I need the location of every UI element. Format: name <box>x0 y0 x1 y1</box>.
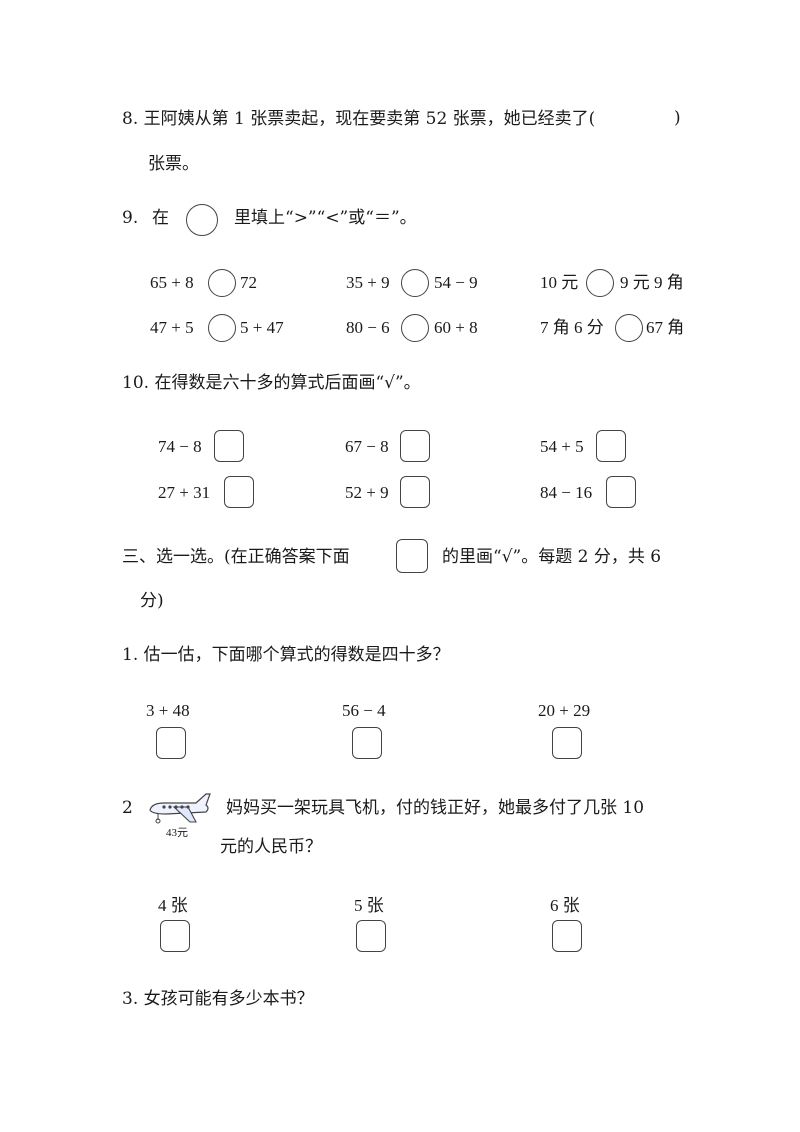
q10-r1c2-box[interactable] <box>400 430 430 462</box>
choice1-option-b-box[interactable] <box>352 727 382 759</box>
section3-heading-line2: 分) <box>140 591 164 611</box>
choice2-option-a-box[interactable] <box>160 920 190 952</box>
q9-r1c3-right: 9 元 9 角 <box>620 273 684 292</box>
choice1-option-b: 56 − 4 <box>342 701 386 720</box>
q9-r2c2-circle[interactable] <box>401 314 429 342</box>
q10-r2c1-expr: 27 + 31 <box>158 483 211 502</box>
q9-r2c2-right: 60 + 8 <box>434 318 478 337</box>
q9-r2c3-right: 67 角 <box>646 318 685 337</box>
q9-r2c3-left: 7 角 6 分 <box>540 318 604 337</box>
q9-r2c3-circle[interactable] <box>615 314 643 342</box>
q10-r1c1-box[interactable] <box>214 430 244 462</box>
q10-title: 10. 在得数是六十多的算式后面画“√”。 <box>122 373 421 393</box>
q9-post-text: 里填上“>”“<”或“＝”。 <box>234 208 417 228</box>
q9-r1c1-right: 72 <box>240 273 257 292</box>
choice2-option-a: 4 张 <box>158 896 188 915</box>
q10-r1c3-expr: 54 + 5 <box>540 437 584 456</box>
choice2-option-b: 5 张 <box>354 896 384 915</box>
q9-example-circle <box>186 204 218 236</box>
q9-r1c3-left: 10 元 <box>540 273 579 292</box>
q10-r2c1-box[interactable] <box>224 476 254 508</box>
q9-r2c2-left: 80 − 6 <box>346 318 390 337</box>
choice1-option-a-box[interactable] <box>156 727 186 759</box>
choice2-line2: 元的人民币？ <box>220 837 322 857</box>
choice2-option-c-box[interactable] <box>552 920 582 952</box>
section3-heading-pre: 三、选一选。(在正确答案下面 <box>122 547 350 567</box>
section3-example-box <box>396 539 428 573</box>
q9-r1c1-left: 65 + 8 <box>150 273 194 292</box>
q10-r2c3-box[interactable] <box>606 476 636 508</box>
q10-r1c2-expr: 67 − 8 <box>345 437 389 456</box>
choice1-option-c-box[interactable] <box>552 727 582 759</box>
q8-close-paren: ) <box>674 108 681 128</box>
q9-r1c1-circle[interactable] <box>208 269 236 297</box>
q9-r2c1-left: 47 + 5 <box>150 318 194 337</box>
q9-number: 9. <box>122 208 139 228</box>
q9-r1c3-circle[interactable] <box>586 269 614 297</box>
q9-pre-text: 在 <box>152 208 169 228</box>
section3-heading-post: 的里画“√”。每题 2 分，共 6 <box>442 547 662 567</box>
q10-r2c3-expr: 84 − 16 <box>540 483 593 502</box>
choice1-option-a: 3 + 48 <box>146 701 190 720</box>
q10-r2c2-expr: 52 + 9 <box>345 483 389 502</box>
q8-line1: 8. 王阿姨从第 1 张票卖起，现在要卖第 52 张票，她已经卖了( <box>122 109 596 129</box>
price-tag: 43元 <box>166 827 188 839</box>
q10-r2c2-box[interactable] <box>400 476 430 508</box>
airplane-icon <box>149 793 211 824</box>
q9-r2c1-right: 5 + 47 <box>240 318 284 337</box>
q9-r1c2-right: 54 − 9 <box>434 273 478 292</box>
q9-r1c2-circle[interactable] <box>401 269 429 297</box>
q9-r2c1-circle[interactable] <box>208 314 236 342</box>
choice2-option-b-box[interactable] <box>356 920 386 952</box>
q8-line2: 张票。 <box>148 154 199 174</box>
choice1-title: 1. 估一估，下面哪个算式的得数是四十多？ <box>122 645 450 665</box>
choice2-option-c: 6 张 <box>550 896 580 915</box>
toy-airplane-picture: 43元 <box>144 790 214 844</box>
choice2-line1: 妈妈买一架玩具飞机，付的钱正好，她最多付了几张 10 <box>226 798 645 818</box>
q10-r1c1-expr: 74 − 8 <box>158 437 202 456</box>
choice2-number: 2 <box>122 798 133 818</box>
q10-r1c3-box[interactable] <box>596 430 626 462</box>
choice1-option-c: 20 + 29 <box>538 701 591 720</box>
choice3-title: 3. 女孩可能有多少本书？ <box>122 989 314 1009</box>
q9-r1c2-left: 35 + 9 <box>346 273 390 292</box>
